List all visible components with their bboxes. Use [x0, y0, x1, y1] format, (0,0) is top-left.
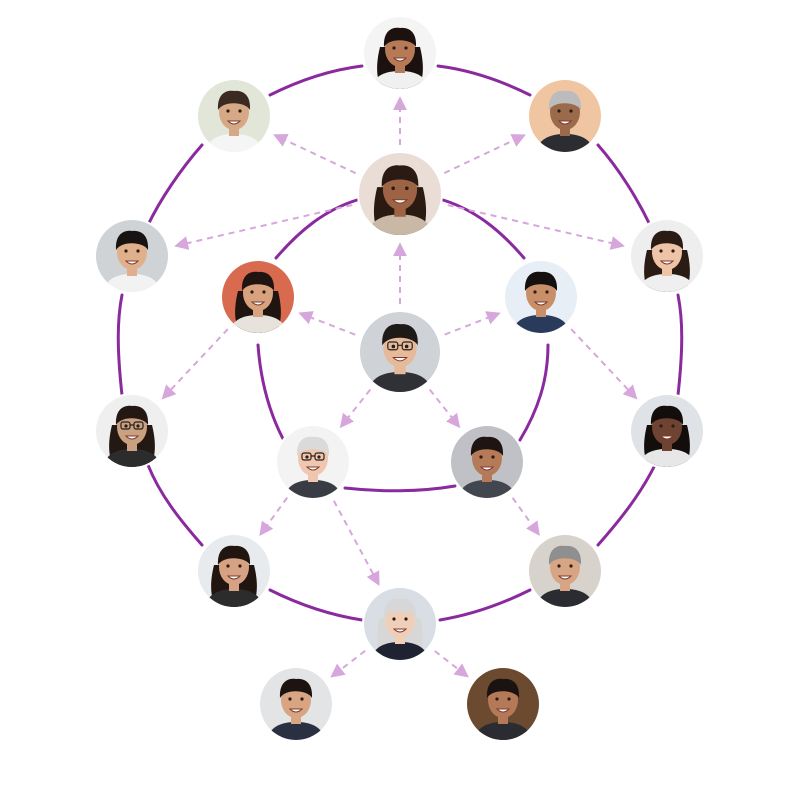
connection-arrow-center-to-middle-right: [444, 311, 501, 336]
connection-arrow-upper-center-to-top-right: [443, 134, 526, 174]
person-node-right-lower[interactable]: [629, 393, 705, 471]
person-node-footer-left[interactable]: [258, 666, 334, 744]
person-node-middle-right[interactable]: [503, 259, 579, 337]
avatar-portrait: [529, 535, 601, 607]
person-node-top-left[interactable]: [196, 78, 272, 156]
person-node-left-lower[interactable]: [94, 393, 170, 471]
connection-arrow-upper-center-to-left-upper: [174, 204, 353, 250]
avatar-portrait: [260, 668, 332, 740]
person-node-lower-right[interactable]: [449, 424, 525, 502]
avatar-portrait: [198, 80, 270, 152]
connection-arrow-upper-center-to-top-left: [273, 133, 357, 175]
avatar-portrait: [198, 535, 270, 607]
connection-arrow-center-to-middle-left: [298, 311, 356, 336]
connection-arrow-lower-left-to-bottom-center: [332, 500, 380, 586]
middle-ring: [274, 198, 526, 260]
avatar-portrait: [451, 426, 523, 498]
person-node-right-upper[interactable]: [629, 218, 705, 296]
person-node-top-right[interactable]: [527, 78, 603, 156]
connection-arrow-middle-left-to-left-lower: [161, 328, 229, 400]
nodes-layer: [94, 15, 705, 744]
person-node-lower-left[interactable]: [275, 424, 351, 502]
avatar-portrait: [505, 261, 577, 333]
avatar-portrait: [277, 426, 349, 498]
avatar-portrait: [96, 395, 168, 467]
connection-arrow-lower-left-to-bottom-left: [259, 497, 288, 537]
connection-arrow-middle-right-to-right-lower: [570, 328, 638, 400]
person-node-middle-left[interactable]: [220, 259, 296, 337]
avatar-portrait: [364, 17, 436, 89]
avatar-portrait: [631, 220, 703, 292]
person-node-bottom-center[interactable]: [362, 586, 438, 664]
outer-ring: [116, 64, 684, 622]
connection-arrow-lower-right-to-bottom-right: [511, 497, 540, 536]
connection-arrow-upper-center-to-right-upper: [447, 204, 625, 250]
person-node-bottom-left[interactable]: [196, 533, 272, 611]
connection-arrow-bottom-center-to-footer-right: [434, 650, 469, 678]
person-node-bottom-right[interactable]: [527, 533, 603, 611]
person-node-footer-right[interactable]: [465, 666, 541, 744]
arrows-layer: [161, 96, 638, 678]
connection-arrow-bottom-center-to-footer-left: [330, 650, 366, 678]
avatar-portrait: [96, 220, 168, 292]
avatar-portrait: [359, 153, 441, 235]
avatar-portrait: [467, 668, 539, 740]
connection-arrow-center-to-lower-left: [339, 389, 372, 429]
person-node-center[interactable]: [358, 310, 442, 396]
avatar-portrait: [222, 261, 294, 333]
connection-arrow-center-to-lower-right: [428, 389, 461, 429]
avatar-portrait: [360, 312, 440, 392]
person-node-upper-center[interactable]: [357, 151, 443, 240]
person-node-top[interactable]: [362, 15, 438, 93]
avatar-portrait: [631, 395, 703, 467]
avatar-portrait: [364, 588, 436, 660]
rings-layer: [116, 64, 684, 622]
avatar-portrait: [529, 80, 601, 152]
person-node-left-upper[interactable]: [94, 218, 170, 296]
